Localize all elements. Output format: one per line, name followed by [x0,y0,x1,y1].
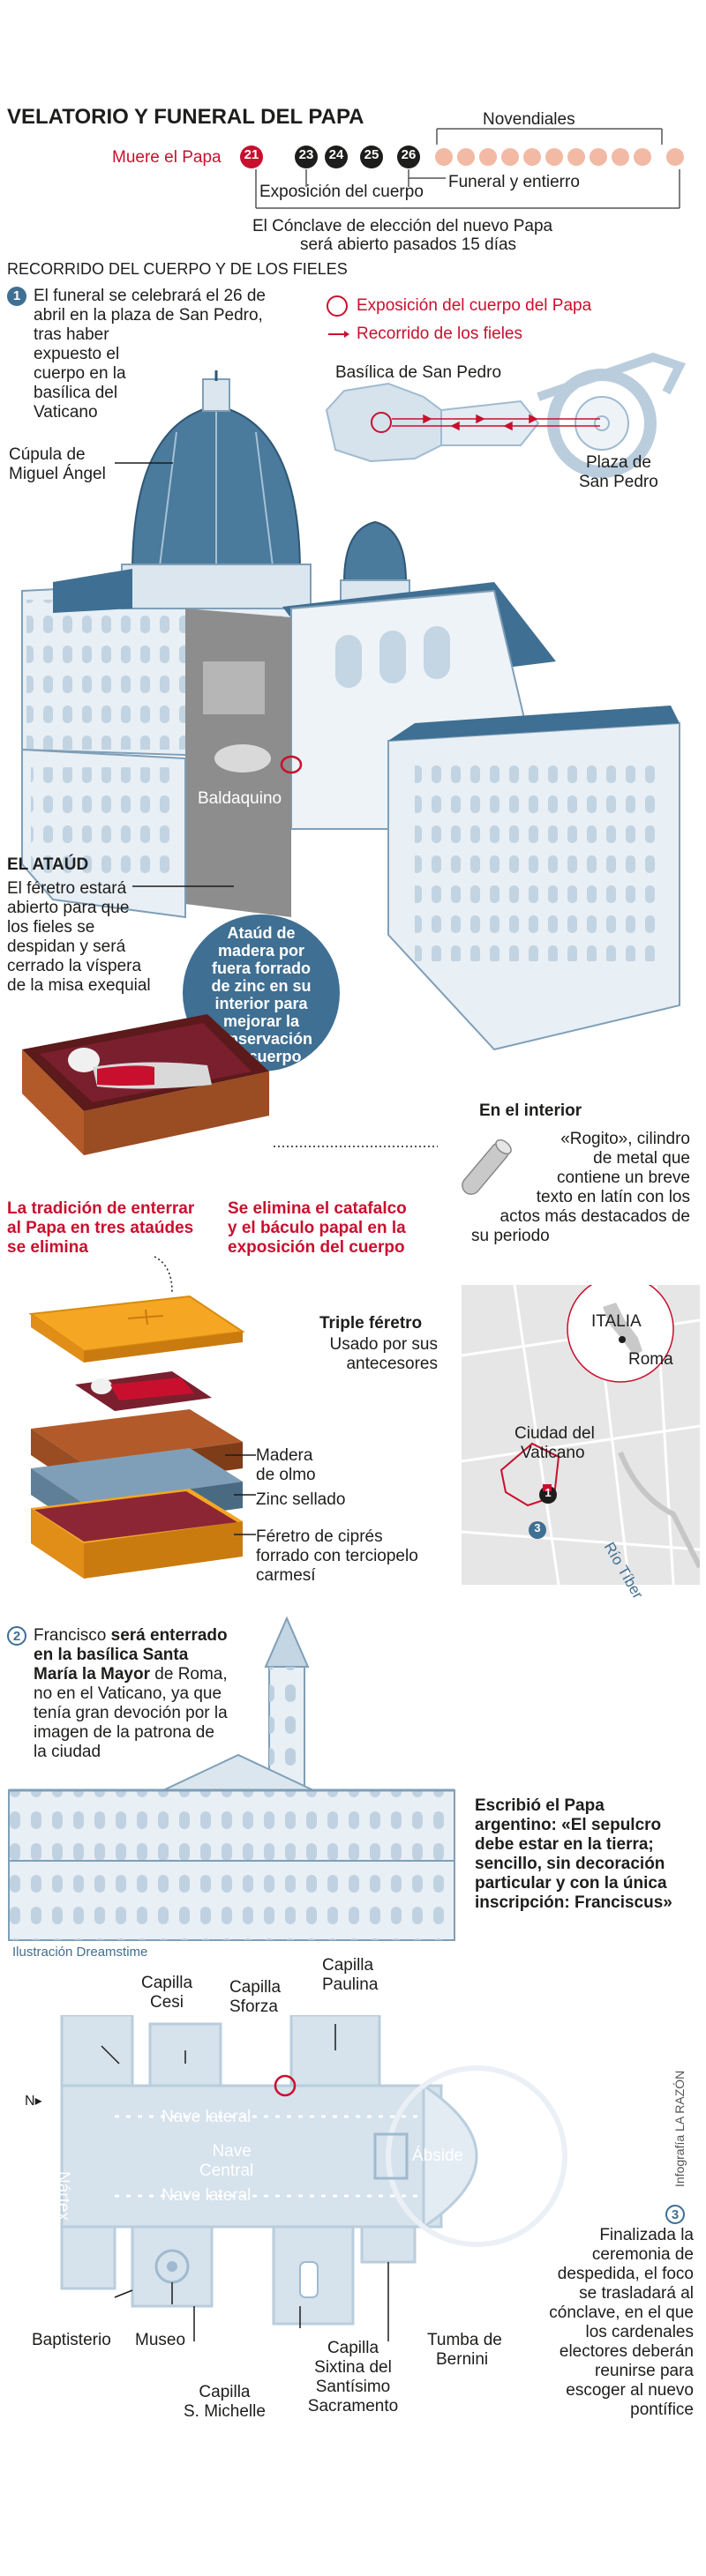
funeral-label: Funeral y entierro [448,173,580,191]
ataud-text: El féretro estará abierto para que los f… [7,879,151,995]
italia-label: ITALIA [591,1312,642,1331]
triple-title: Triple féretro [319,1314,423,1333]
nave-lateral-bottom: Nave lateral [161,2186,252,2205]
abside-label: Ábside [412,2147,464,2165]
floor-plan [60,2015,567,2341]
day-26: 26 [401,147,417,162]
basilica-illustration [21,370,680,1051]
rome-marker-3: 3 [534,1521,541,1534]
label-plaza-2: San Pedro [579,473,658,491]
step1-number: 1 [7,287,26,306]
conclave-line2: será abierto pasados 15 días [300,235,517,254]
ciudad-label-1: Ciudad del [514,1424,595,1443]
section-title: RECORRIDO DEL CUERPO Y DE LOS FIELES [7,260,348,278]
tradicion-left: La tradición de enterrar al Papa en tres… [7,1199,195,1257]
step2-number: 2 [7,1626,26,1646]
timeline-graphic [240,128,684,209]
santa-maria-facade [8,1616,455,1941]
zinc-label: Zinc sellado [256,1490,346,1509]
vertical-credit: Infografía LA RAZÓN [672,2070,687,2187]
legend-icons [327,295,349,338]
triple-coffin [28,1295,256,1579]
rogito-icon [462,1139,512,1195]
novendiales-label: Novendiales [483,110,575,129]
ataud-title: EL ATAÚD [7,855,89,874]
page-title: VELATORIO Y FUNERAL DEL PAPA [7,105,364,129]
bubble-text: Ataúd de madera por fuera forrado de zin… [209,924,313,1065]
day-24: 24 [328,147,344,162]
cipres-label: Féretro de ciprés forrado con terciopelo… [256,1527,418,1585]
day-21: 21 [244,147,259,162]
rome-marker-1: 1 [545,1486,552,1499]
quote-text: Escribió el Papa argentino: «El sepulcro… [475,1796,672,1912]
nave-lateral-top: Nave lateral [161,2108,252,2126]
credit: Ilustración Dreamstime [12,1945,148,1960]
legend-recorrido: Recorrido de los fieles [357,325,522,343]
tradicion-right: Se elimina el catafalco y el báculo papa… [228,1199,407,1257]
open-coffin [22,1014,269,1155]
roma-label: Roma [628,1350,673,1369]
north-label: N▸ [25,2094,42,2109]
madera-label: Madera de olmo [256,1446,316,1484]
interior-text: «Rogito», cilindro de metal que contiene… [471,1130,690,1245]
vatican-map [325,352,687,478]
timeline-dots [240,146,684,168]
label-baldaquino: Baldaquino [198,789,282,808]
museo-label: Museo [135,2331,186,2349]
ciudad-label-2: Vaticano [521,1444,585,1462]
triple-sub: Usado por sus antecesores [329,1335,438,1373]
legend-exposicion: Exposición del cuerpo del Papa [357,296,592,315]
day-25: 25 [364,147,379,162]
step3-number: 3 [665,2205,685,2224]
step1-text: El funeral se celebrará el 26 de abril e… [34,287,266,422]
label-cupula-2: Miguel Ángel [9,465,106,483]
day-23: 23 [298,147,314,162]
muere-label: Muere el Papa [112,148,222,167]
step3-text: Finalizada la ceremonia de despedida, el… [549,2226,694,2419]
label-cupula-1: Cúpula de [9,445,86,464]
conclave-line1: El Cónclave de elección del nuevo Papa [252,217,553,235]
step2-text: Francisco será enterrado en la basílica … [34,1626,228,1761]
sixtina-label: Capilla Sixtina del Santísimo Sacramento [307,2339,399,2415]
exposicion-label: Exposición del cuerpo [259,183,424,201]
interior-title: En el interior [479,1101,582,1120]
baptisterio-label: Baptisterio [32,2331,111,2349]
narthex-label: Nártex [54,2171,72,2221]
rome-map [462,1285,700,1585]
label-plaza-1: Plaza de [586,453,651,472]
label-basilica: Basílica de San Pedro [335,363,502,382]
